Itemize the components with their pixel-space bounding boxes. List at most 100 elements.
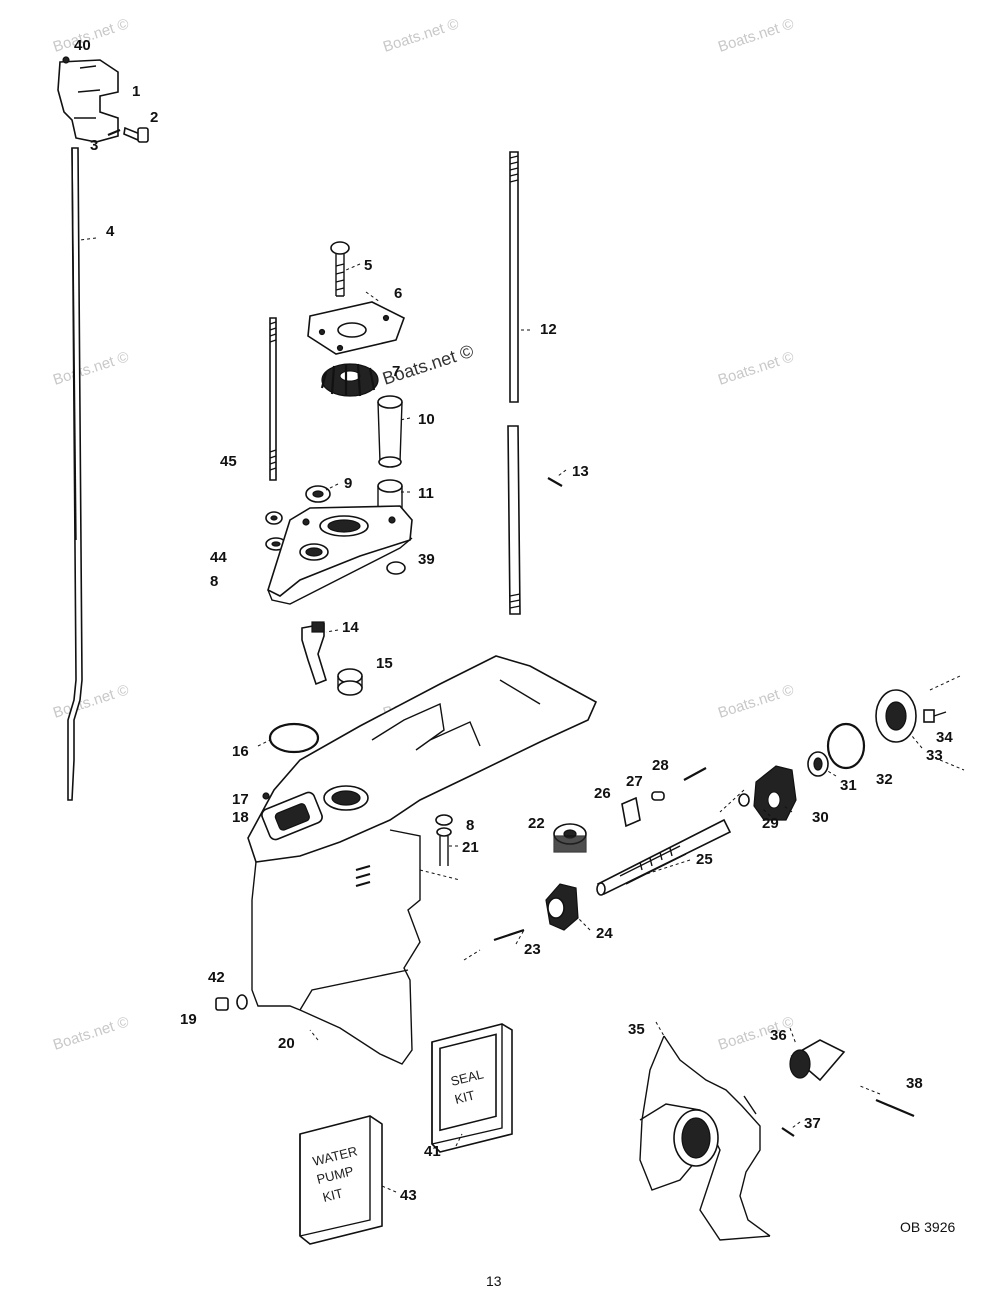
washer-9 — [305, 485, 331, 503]
callout-31: 31 — [840, 777, 857, 794]
callout-22: 22 — [528, 815, 545, 832]
callout-8b: 8 — [466, 817, 474, 834]
bearing-housing — [875, 689, 917, 743]
callout-1: 1 — [132, 83, 140, 100]
callout-10: 10 — [418, 411, 435, 428]
callout-33: 33 — [926, 747, 943, 764]
callout-38: 38 — [906, 1075, 923, 1092]
callout-20: 20 — [278, 1035, 295, 1052]
oring-32 — [826, 722, 866, 770]
callout-26: 26 — [594, 785, 611, 802]
stud-45 — [269, 317, 277, 481]
drive-shaft — [507, 151, 521, 615]
drawing-number: OB 3926 — [900, 1219, 955, 1235]
callout-37: 37 — [804, 1115, 821, 1132]
pin-23 — [493, 928, 525, 942]
callout-6: 6 — [394, 285, 402, 302]
callout-18: 18 — [232, 809, 249, 826]
callout-40: 40 — [74, 37, 91, 54]
propeller — [639, 1035, 771, 1241]
water-pump-kit-box: WATER PUMP KIT — [299, 1115, 383, 1245]
callout-12: 12 — [540, 321, 557, 338]
watermark: Boats.net © — [51, 348, 131, 388]
watermark: Boats.net © — [51, 1013, 131, 1053]
callout-36: 36 — [770, 1027, 787, 1044]
callout-3: 3 — [90, 137, 98, 154]
pin-27 — [651, 791, 665, 801]
water-kit-line3: KIT — [321, 1185, 344, 1204]
nut-19 — [215, 997, 229, 1011]
pin-37 — [781, 1127, 795, 1137]
forward-gear — [753, 765, 797, 821]
watermark: Boats.net © — [51, 681, 131, 721]
watermark-group: Boats.net © Boats.net © Boats.net © Boat… — [51, 15, 796, 1053]
cotter-38 — [875, 1098, 915, 1118]
cone-nut — [789, 1039, 846, 1082]
bushing-15 — [337, 668, 363, 696]
callout-9: 9 — [344, 475, 352, 492]
callout-24: 24 — [596, 925, 613, 942]
callout-7: 7 — [392, 363, 400, 380]
callout-8: 8 — [210, 573, 218, 590]
callout-13: 13 — [572, 463, 589, 480]
watermark: Boats.net © — [716, 15, 796, 55]
callout-44: 44 — [210, 549, 227, 566]
callout-42: 42 — [208, 969, 225, 986]
callout-27: 27 — [626, 773, 643, 790]
screw-2 — [123, 126, 149, 143]
callout-21: 21 — [462, 839, 479, 856]
callout-23: 23 — [524, 941, 541, 958]
pin-3 — [107, 128, 121, 137]
callout-30: 30 — [812, 809, 829, 826]
bolt-21 — [435, 814, 453, 866]
callout-2: 2 — [150, 109, 158, 126]
spring-28 — [683, 767, 707, 781]
shift-cradle — [621, 796, 641, 828]
callout-11: 11 — [418, 485, 434, 502]
watermark: Boats.net © — [716, 348, 796, 388]
impeller — [320, 363, 379, 397]
water-tube — [377, 395, 403, 468]
callout-14: 14 — [342, 619, 359, 636]
leader-lines — [79, 237, 965, 1193]
bracket-14 — [301, 621, 327, 686]
watermark: Boats.net © — [716, 681, 796, 721]
callout-labels: 40 1 2 3 4 5 6 7 10 45 9 11 44 39 8 12 1… — [74, 37, 953, 1204]
screw-34 — [923, 709, 947, 723]
callout-39: 39 — [418, 551, 435, 568]
callout-35: 35 — [628, 1021, 645, 1038]
callout-19: 19 — [180, 1011, 197, 1028]
seal-kit-line2: KIT — [453, 1087, 476, 1106]
propeller-shaft — [596, 818, 732, 896]
callout-16: 16 — [232, 743, 249, 760]
watermark: Boats.net © — [381, 15, 461, 55]
callout-29: 29 — [762, 815, 779, 832]
pin-13 — [547, 477, 563, 487]
gear-case — [247, 655, 598, 1065]
bearing-31 — [807, 751, 829, 777]
callout-41: 41 — [424, 1143, 441, 1160]
screw-5 — [330, 241, 350, 297]
oring-39 — [386, 561, 406, 575]
washer-29 — [738, 793, 750, 807]
page-number: 13 — [486, 1273, 502, 1289]
callout-15: 15 — [376, 655, 393, 672]
watermark: Boats.net © — [51, 15, 131, 55]
callout-5: 5 — [364, 257, 372, 274]
impeller-plate — [307, 301, 405, 355]
callout-28: 28 — [652, 757, 669, 774]
washer-42 — [236, 994, 248, 1010]
pump-housing — [267, 505, 413, 605]
reverse-gear — [545, 883, 579, 931]
callout-25: 25 — [696, 851, 713, 868]
pinion-gear — [553, 823, 587, 853]
oring-16 — [268, 722, 320, 754]
seal-kit-box: SEAL KIT — [431, 1023, 513, 1153]
callout-17: 17 — [232, 791, 249, 808]
screw-17 — [262, 792, 270, 800]
shift-connector — [57, 56, 119, 143]
grommet-11 — [377, 479, 403, 508]
shift-rod — [67, 147, 83, 801]
